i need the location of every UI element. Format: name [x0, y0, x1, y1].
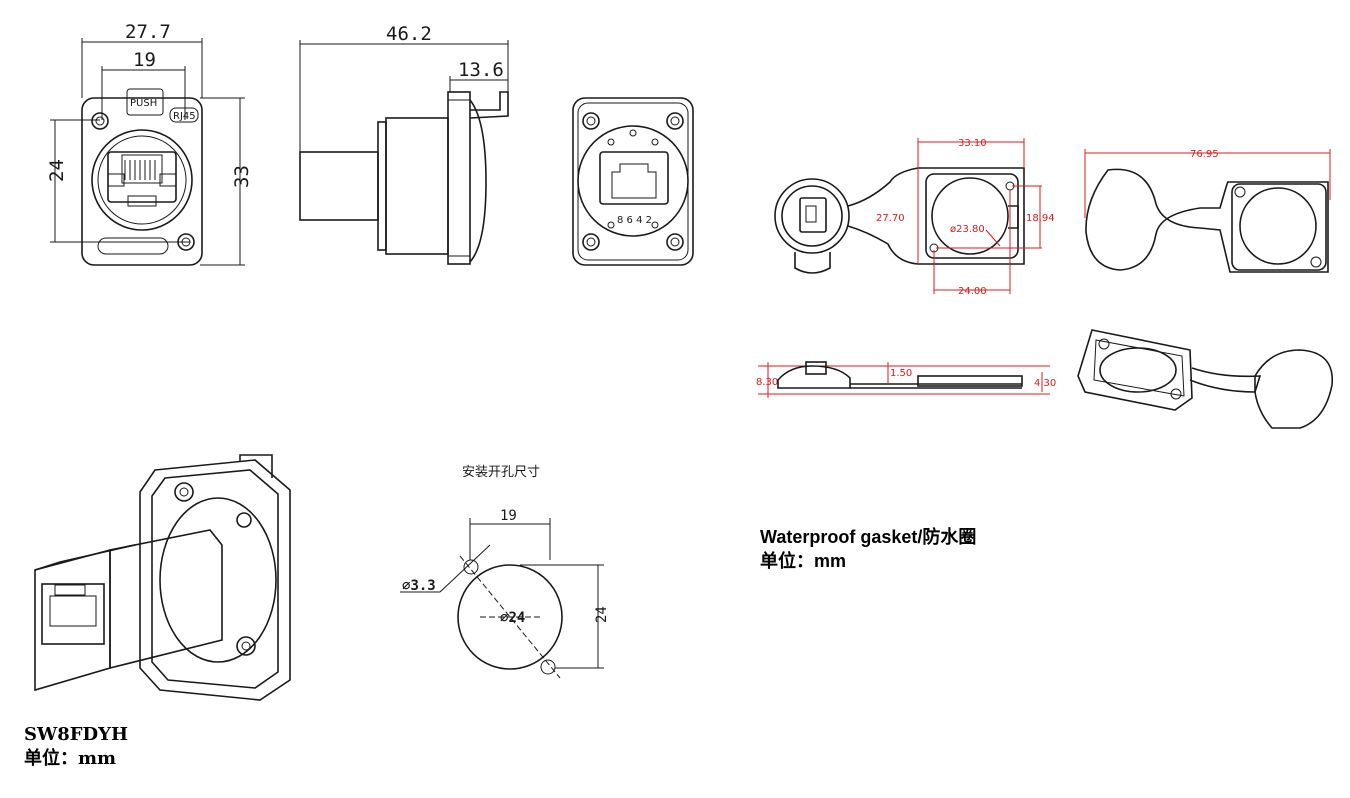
- push-label: PUSH: [130, 98, 157, 109]
- connector-side-view: 46.2 13.6: [299, 23, 509, 265]
- side-length-dim: 46.2: [386, 23, 432, 45]
- left-caption: SW8FDYH 单位：mm: [24, 723, 128, 771]
- gasket-side-view: 8.30 1.50 4.30: [756, 361, 1056, 398]
- front-width-dim: 27.7: [125, 21, 171, 43]
- rj45-label: RJ45: [173, 111, 196, 122]
- connector-3d-view: [34, 454, 291, 701]
- gasket-side-mid-dim: 1.50: [890, 368, 912, 379]
- front-hole-spacing-dim: 19: [133, 49, 156, 71]
- cutout-hole-dim: ∅3.3: [402, 578, 436, 594]
- gasket-bottom-dim: 24.00: [958, 286, 987, 297]
- gasket-total-length-dim: 76.95: [1190, 149, 1219, 160]
- front-height-holes-dim: 24: [46, 159, 68, 182]
- gasket-full-view: 76.95: [1084, 149, 1331, 273]
- connector-front-view: 27.7 19 24 33 PUSH RJ45: [46, 21, 253, 266]
- cutout-spacing-dim: 19: [500, 508, 517, 524]
- gasket-width-dim: 33.10: [958, 138, 987, 149]
- side-flange-dim: 13.6: [458, 59, 504, 81]
- gasket-front-view: 33.10 27.70 ø23.80 18.94 24.00: [774, 138, 1055, 297]
- cutout-title: 安装开孔尺寸: [462, 465, 540, 480]
- gasket-right-dim: 18.94: [1026, 213, 1055, 224]
- gasket-hole-dim: ø23.80: [950, 224, 985, 235]
- gasket-title: Waterproof gasket/防水圈: [760, 527, 977, 547]
- gasket-side-left-dim: 8.30: [756, 377, 778, 388]
- gasket-side-right-dim: 4.30: [1034, 378, 1056, 389]
- gasket-height-dim: 27.70: [876, 213, 905, 224]
- right-caption: Waterproof gasket/防水圈 单位：mm: [760, 525, 976, 573]
- gasket-3d-view: [1077, 329, 1333, 429]
- rear-pin-labels: 8 6 4 2: [617, 215, 652, 226]
- product-code: SW8FDYH: [24, 724, 128, 745]
- panel-cutout-drawing: 安装开孔尺寸 19 ∅3.3 ∅24 24: [400, 465, 610, 679]
- unit-left: 单位：mm: [24, 748, 117, 769]
- cutout-height-dim: 24: [594, 606, 610, 623]
- front-height-dim: 33: [231, 165, 253, 188]
- connector-rear-view: 8 6 4 2: [572, 97, 694, 266]
- cutout-circle-dim: ∅24: [500, 610, 525, 626]
- unit-right: 单位：mm: [760, 551, 847, 571]
